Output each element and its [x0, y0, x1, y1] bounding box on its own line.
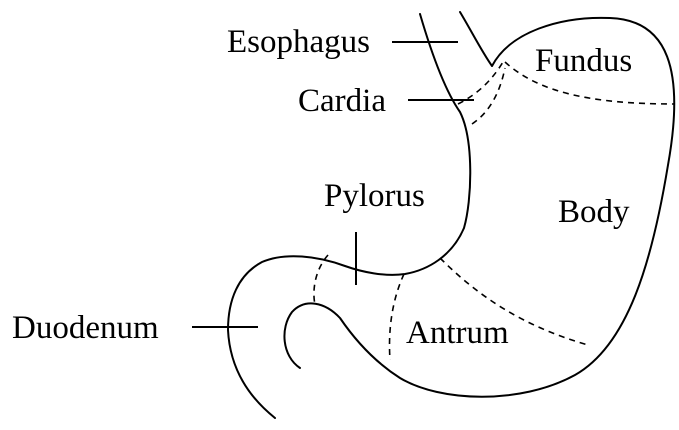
pylorus-boundary	[390, 274, 404, 360]
lesser-curvature-outline	[228, 14, 470, 418]
esophagus-label: Esophagus	[227, 24, 370, 60]
duodenum-label: Duodenum	[12, 310, 159, 346]
fundus-label: Fundus	[535, 43, 632, 79]
cardia-boundary-upper	[458, 62, 503, 104]
pylorus-label: Pylorus	[324, 178, 425, 214]
body-label: Body	[558, 194, 630, 230]
antrum-label: Antrum	[406, 315, 509, 351]
cardia-label: Cardia	[298, 83, 386, 119]
duodenum-boundary	[314, 255, 328, 305]
cardia-boundary-lower	[472, 68, 505, 124]
